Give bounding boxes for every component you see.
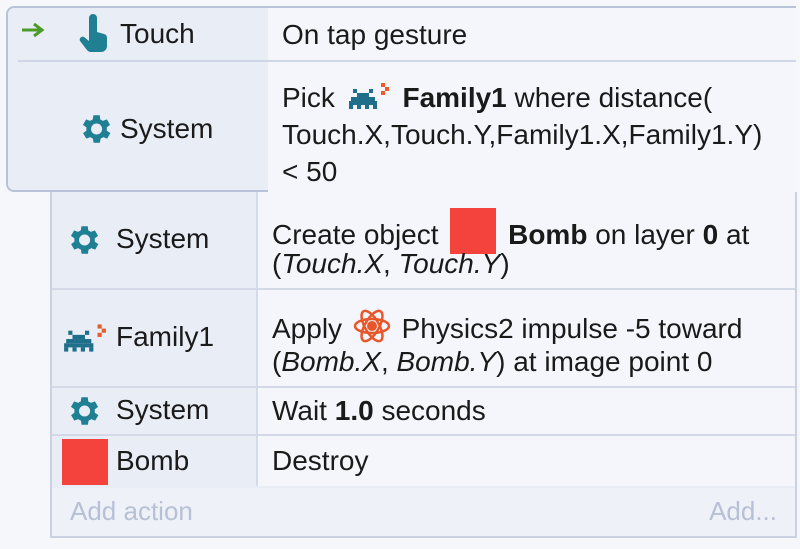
action-row-apply-impulse[interactable]: Family1 Apply Physics2 impulse -5 toward… xyxy=(52,290,795,386)
action-text-line-1: Wait 1.0 seconds xyxy=(272,393,486,428)
touch-hand-icon xyxy=(79,14,108,52)
physics-atom-icon xyxy=(353,309,391,343)
apply-text: Apply xyxy=(272,313,343,344)
family-name: Family1 xyxy=(402,82,507,113)
paren-open: ( xyxy=(272,346,282,377)
gear-icon xyxy=(70,397,99,425)
action-object-label: Family1 xyxy=(116,321,215,352)
action-text-line-1: Apply Physics2 impulse -5 toward xyxy=(272,306,742,346)
action-object-cell[interactable]: System xyxy=(52,388,256,434)
space-invader-icon xyxy=(64,324,106,352)
add-action-link[interactable]: Add action xyxy=(70,496,193,526)
condition-divider xyxy=(18,60,796,62)
condition-text-line-1: Pick Family1 where distance( xyxy=(282,80,712,115)
pick-keyword: Pick xyxy=(282,82,335,113)
action-divider xyxy=(52,434,795,436)
green-arrow-icon xyxy=(22,22,45,38)
condition-row-touch[interactable]: Touch On tap gesture xyxy=(8,8,796,60)
condition-row-system[interactable]: System Pick Family1 where dist xyxy=(8,62,796,192)
bomb-x-param: Bomb.X xyxy=(281,346,381,377)
action-text-cell[interactable]: Apply Physics2 impulse -5 toward (Bomb.X… xyxy=(256,290,795,386)
action-text: Destroy xyxy=(272,445,369,476)
action-row-create-object[interactable]: System Create object Bomb on layer 0 at … xyxy=(52,192,795,288)
condition-object-cell[interactable]: System xyxy=(18,62,264,192)
wait-value: 1.0 xyxy=(334,395,374,426)
touch-y-param: Touch.Y xyxy=(398,248,501,279)
comma: , xyxy=(380,346,389,377)
add-row: Add action Add... xyxy=(52,488,795,536)
wait-unit: seconds xyxy=(381,395,486,426)
action-text-cell[interactable]: Create object Bomb on layer 0 at (Touch.… xyxy=(256,192,795,288)
on-layer-text: on layer xyxy=(595,219,695,250)
condition-object-label: System xyxy=(120,113,214,144)
gear-icon xyxy=(82,115,111,143)
condition-text: On tap gesture xyxy=(282,19,468,50)
bomb-y-param: Bomb.Y xyxy=(396,346,497,377)
image-point-text: ) at image point 0 xyxy=(496,346,713,377)
gear-icon xyxy=(70,226,99,254)
paren-close: ) xyxy=(500,248,510,279)
action-text-line-2: (Touch.X, Touch.Y) xyxy=(272,246,510,281)
create-object-text: Create object xyxy=(272,219,439,250)
action-text-line-1: Create object Bomb on layer 0 at xyxy=(272,208,749,254)
action-object-label: System xyxy=(116,394,210,425)
red-square-icon xyxy=(62,439,108,485)
action-object-cell[interactable]: System xyxy=(52,192,256,288)
condition-object-cell[interactable]: Touch xyxy=(18,8,264,60)
action-divider xyxy=(52,288,795,290)
condition-object-label: Touch xyxy=(120,18,195,49)
at-text: at xyxy=(725,219,750,250)
condition-text-cell[interactable]: On tap gesture xyxy=(268,8,796,60)
action-object-label: Bomb xyxy=(116,445,190,476)
condition-text-line-2: Touch.X,Touch.Y,Family1.X,Family1.Y) xyxy=(282,119,763,150)
action-object-label: System xyxy=(116,223,210,254)
actions-block: System Create object Bomb on layer 0 at … xyxy=(50,192,797,538)
bomb-name: Bomb xyxy=(508,219,588,250)
impulse-text: Physics2 impulse -5 toward xyxy=(401,313,743,344)
where-text: where distance( xyxy=(514,82,713,113)
paren-open: ( xyxy=(272,248,282,279)
action-text-line-2: (Bomb.X, Bomb.Y) at image point 0 xyxy=(272,344,712,379)
action-object-cell[interactable]: Bomb xyxy=(52,436,256,486)
event-condition-block[interactable]: Touch On tap gesture System Pick xyxy=(6,6,796,192)
add-more-link[interactable]: Add... xyxy=(709,496,777,526)
layer-value: 0 xyxy=(702,219,719,250)
condition-text-line-3: < 50 xyxy=(282,156,338,187)
red-square-icon xyxy=(450,208,497,254)
condition-text-cell[interactable]: Pick Family1 where distance( Touch.X,Tou… xyxy=(268,62,796,192)
action-text-cell[interactable]: Wait 1.0 seconds xyxy=(256,388,795,434)
action-text-cell[interactable]: Destroy xyxy=(256,436,795,486)
touch-x-param: Touch.X xyxy=(281,248,384,279)
wait-text: Wait xyxy=(272,395,327,426)
action-object-cell[interactable]: Family1 xyxy=(52,290,256,386)
action-row-destroy[interactable]: Bomb Destroy xyxy=(52,436,795,486)
space-invader-icon xyxy=(348,83,389,109)
action-divider xyxy=(52,386,795,388)
comma: , xyxy=(383,248,391,279)
action-row-wait[interactable]: System Wait 1.0 seconds xyxy=(52,388,795,434)
